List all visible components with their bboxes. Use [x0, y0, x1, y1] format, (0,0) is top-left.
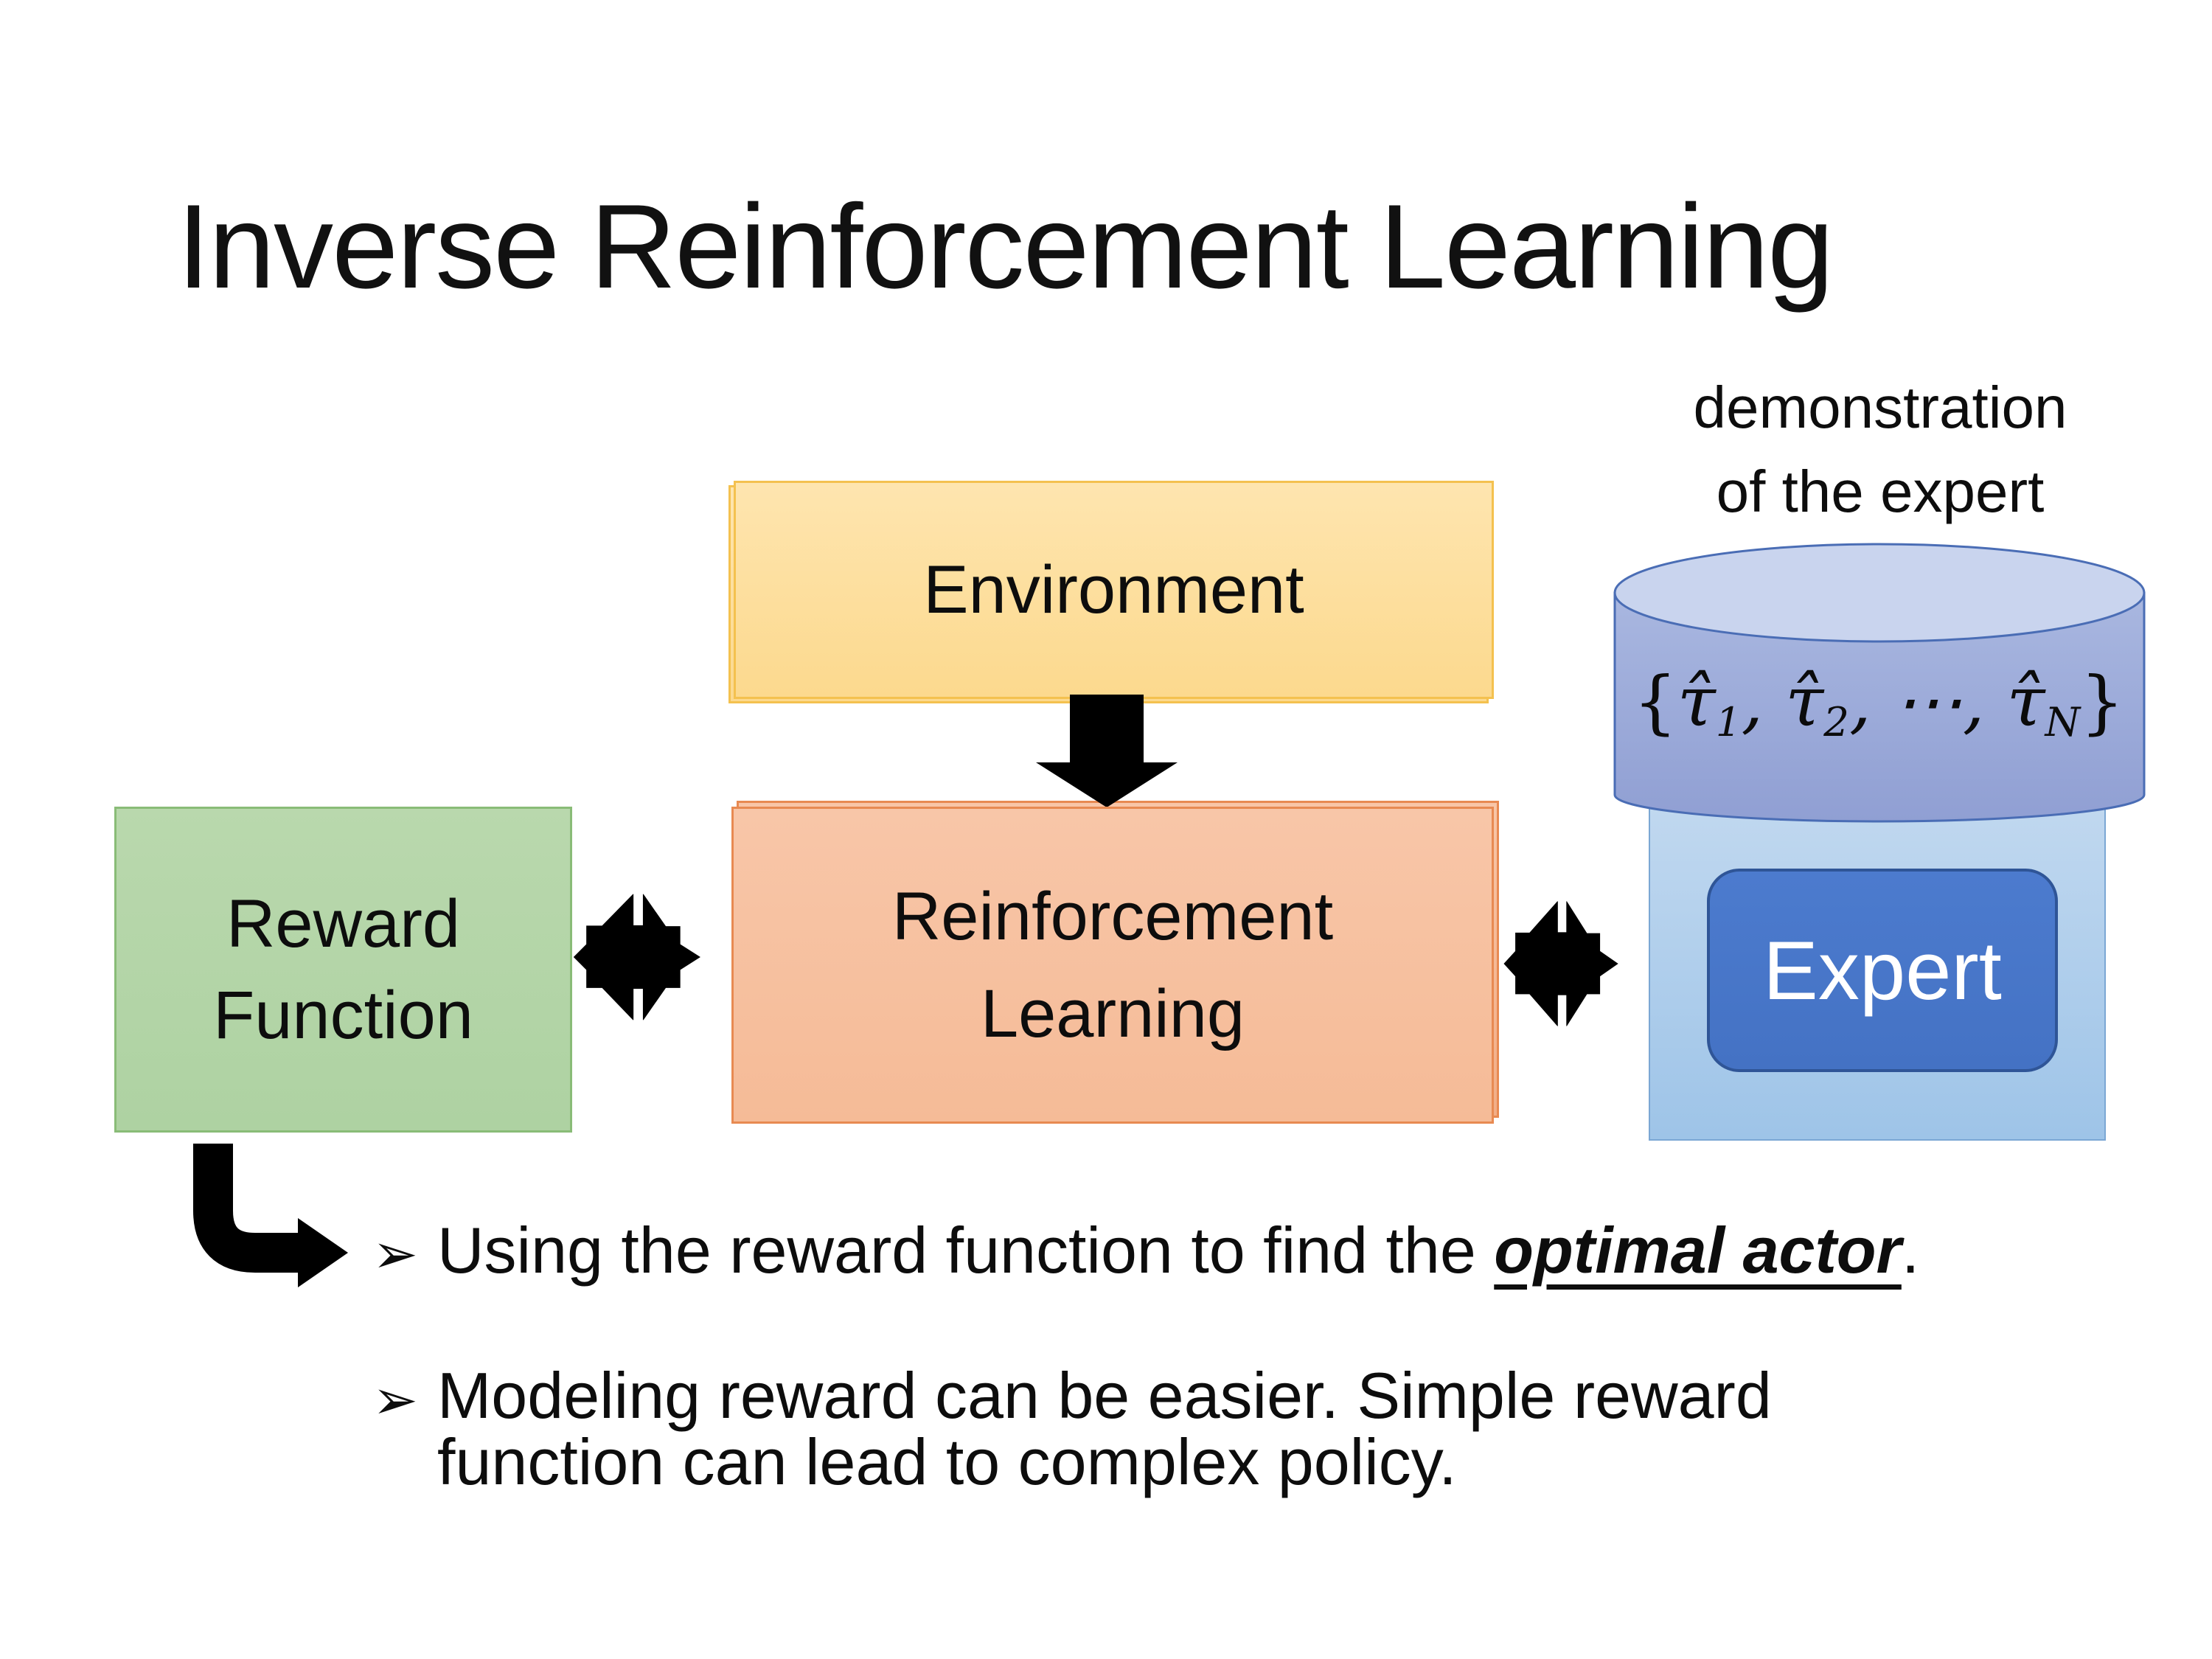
- slide-title: Inverse Reinforcement Learning: [177, 180, 1834, 313]
- expert-label: Expert: [1763, 924, 2002, 1017]
- bullet1-suffix: .: [1901, 1214, 1920, 1287]
- reward-function-box: Reward Function: [114, 807, 572, 1133]
- bullet2-line-2: function can lead to complex policy.: [437, 1425, 1457, 1498]
- reinforcement-learning-box: Reinforcement Learning: [731, 807, 1494, 1124]
- exchange-arrow-icon-right: [1503, 899, 1618, 1029]
- exchange-arrow-icon-left: [573, 892, 700, 1022]
- caption-line-1: demonstration: [1693, 375, 2067, 440]
- reward-label-line-1: Reward: [226, 886, 460, 961]
- bullet-marker-icon: ➢: [372, 1222, 419, 1286]
- rl-label-line-2: Learning: [980, 976, 1245, 1051]
- trajectory-set-formula: {τ̂1, τ̂2, ⋯, τ̂N}: [1632, 662, 2125, 746]
- bullet1-prefix: Using the reward function to find the: [437, 1214, 1495, 1287]
- environment-box: Environment: [734, 481, 1494, 699]
- tau-hat-1: τ̂: [1677, 662, 1716, 742]
- tau-hat-N: τ̂: [2006, 662, 2045, 742]
- database-cylinder-icon: [1613, 543, 2146, 823]
- bullet-marker-icon: ➢: [372, 1368, 419, 1432]
- bullet-item-1: ➢ Using the reward function to find the …: [372, 1214, 1920, 1287]
- formula-close-brace: }: [2080, 662, 2125, 742]
- bullet1-emphasis: optimal actor: [1494, 1214, 1902, 1287]
- rl-label-line-1: Reinforcement: [891, 879, 1334, 954]
- environment-label: Environment: [923, 552, 1304, 627]
- expert-demonstration-caption: demonstration of the expert: [1607, 366, 2153, 534]
- tau-hat-2: τ̂: [1785, 662, 1824, 742]
- formula-open-brace: {: [1632, 662, 1677, 742]
- expert-box: Expert: [1707, 869, 2058, 1072]
- bullet-item-2: ➢ Modeling reward can be easier. Simple …: [372, 1363, 1905, 1495]
- caption-line-2: of the expert: [1716, 459, 2045, 524]
- bent-right-arrow-icon: [193, 1144, 348, 1287]
- down-arrow-icon: [1036, 695, 1178, 807]
- reward-label-line-2: Function: [213, 978, 473, 1053]
- ellipsis: ⋯: [1893, 662, 1963, 742]
- bullet2-line-1: Modeling reward can be easier. Simple re…: [437, 1359, 1772, 1432]
